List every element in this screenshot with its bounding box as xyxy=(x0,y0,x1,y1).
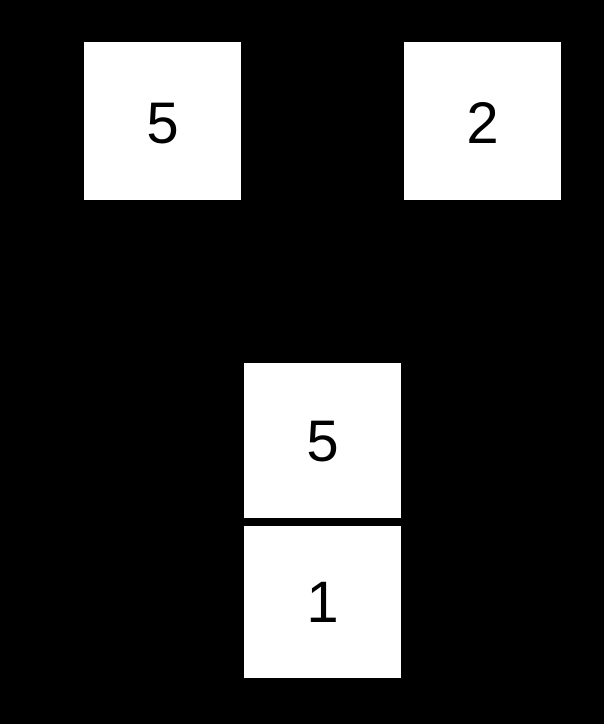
tile-middle-upper[interactable]: 5 xyxy=(244,363,401,518)
tile-middle-lower[interactable]: 1 xyxy=(244,526,401,678)
tile-label: 1 xyxy=(306,570,339,635)
tile-label: 5 xyxy=(146,91,179,156)
tile-top-left[interactable]: 5 xyxy=(84,42,241,200)
tile-label: 2 xyxy=(466,91,499,156)
tile-top-right[interactable]: 2 xyxy=(404,42,561,200)
tile-label: 5 xyxy=(306,408,339,474)
